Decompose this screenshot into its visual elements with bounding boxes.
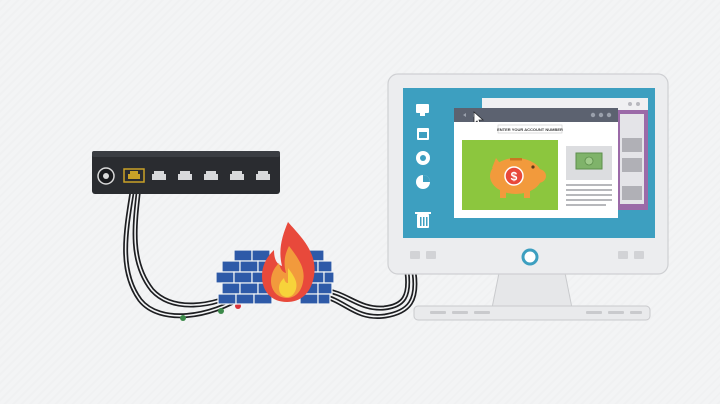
piggy-bank-icon	[490, 158, 546, 198]
firewall	[215, 222, 335, 305]
browser-header	[454, 108, 618, 122]
power-socket-icon	[97, 167, 115, 185]
svg-text:$: $	[511, 170, 518, 184]
screen-dock	[415, 104, 431, 228]
browser-window: ENTER YOUR ACCOUNT NUMBER $	[454, 108, 618, 218]
ethernet-ports	[123, 168, 270, 183]
monitor-icon	[416, 104, 429, 116]
power-button-icon	[521, 248, 539, 266]
flame-icon	[262, 222, 315, 302]
disc-icon	[416, 151, 430, 165]
network-switch	[92, 151, 280, 194]
account-number-banner[interactable]	[497, 124, 563, 134]
account-number-banner-label: ENTER YOUR ACCOUNT NUMBER	[497, 127, 563, 132]
cables	[123, 183, 418, 321]
dollar-coin-icon: $	[504, 166, 524, 186]
pie-chart-icon	[416, 175, 430, 189]
banknote-icon	[575, 152, 603, 170]
trash-icon	[415, 212, 431, 228]
calendar-icon	[417, 128, 429, 140]
desktop-monitor: ENTER YOUR ACCOUNT NUMBER $	[387, 73, 669, 321]
